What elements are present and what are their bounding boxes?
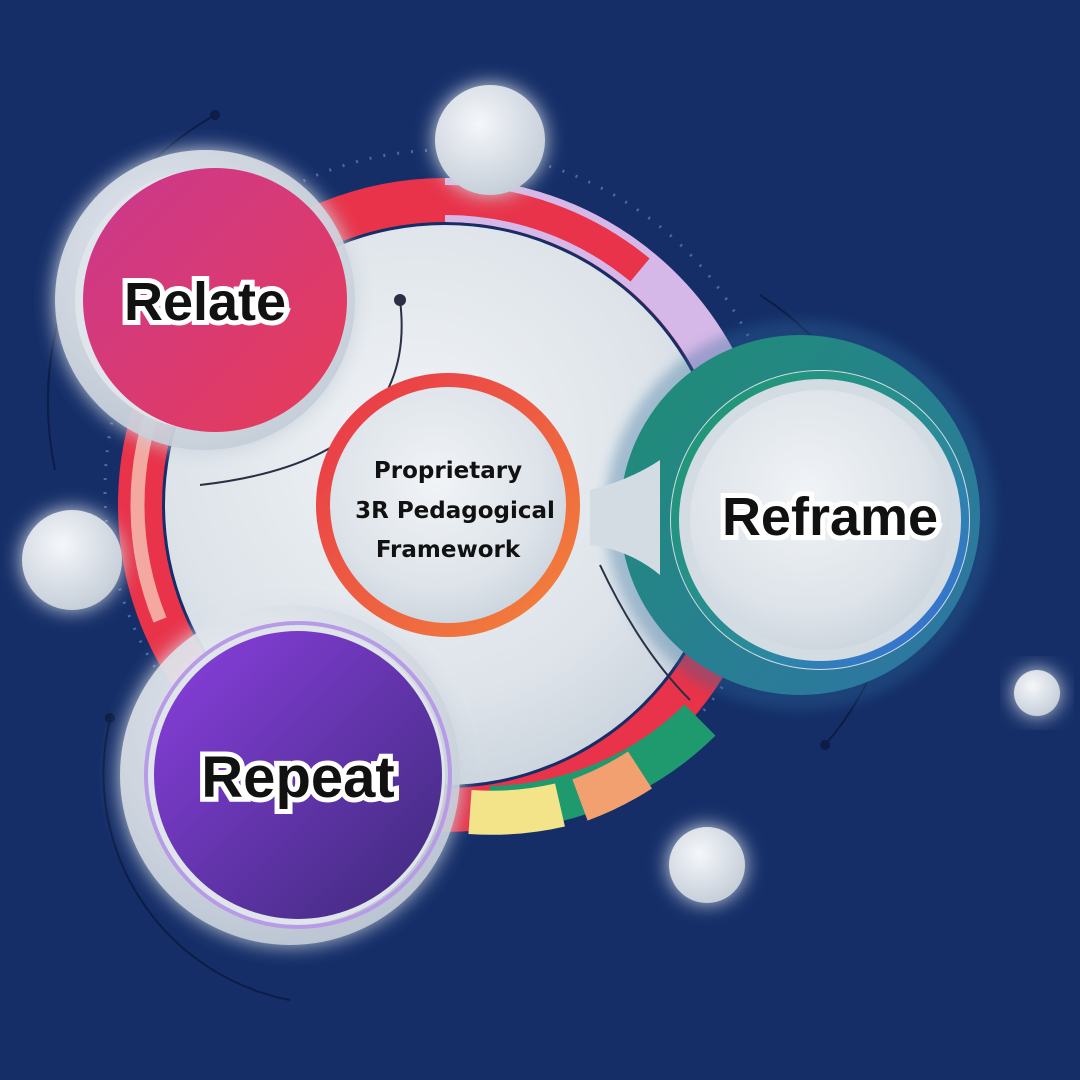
- center-node: [316, 373, 580, 637]
- bubble-top: [435, 85, 545, 195]
- repeat-label: Repeat: [201, 745, 394, 810]
- connector-reframe: [599, 564, 691, 701]
- relate-label: Relate: [124, 272, 286, 332]
- orbit-line-bottom: [102, 719, 291, 1001]
- repeat-node: [120, 605, 460, 945]
- connector-dot: [394, 294, 406, 306]
- relate-node: [55, 150, 355, 450]
- center-title-line1: Proprietary: [374, 458, 522, 484]
- center-title-line2: 3R Pedagogical: [355, 498, 555, 524]
- reframe-node: [590, 320, 995, 710]
- bubble-bottom: [669, 827, 745, 903]
- bubble-left: [22, 510, 122, 610]
- orbit-dot: [820, 740, 830, 750]
- orbit-dot: [210, 110, 220, 120]
- bubble-right: [1014, 670, 1060, 716]
- reframe-label: Reframe: [722, 487, 938, 547]
- orbit-dot: [105, 713, 115, 723]
- center-title-line3: Framework: [376, 537, 521, 563]
